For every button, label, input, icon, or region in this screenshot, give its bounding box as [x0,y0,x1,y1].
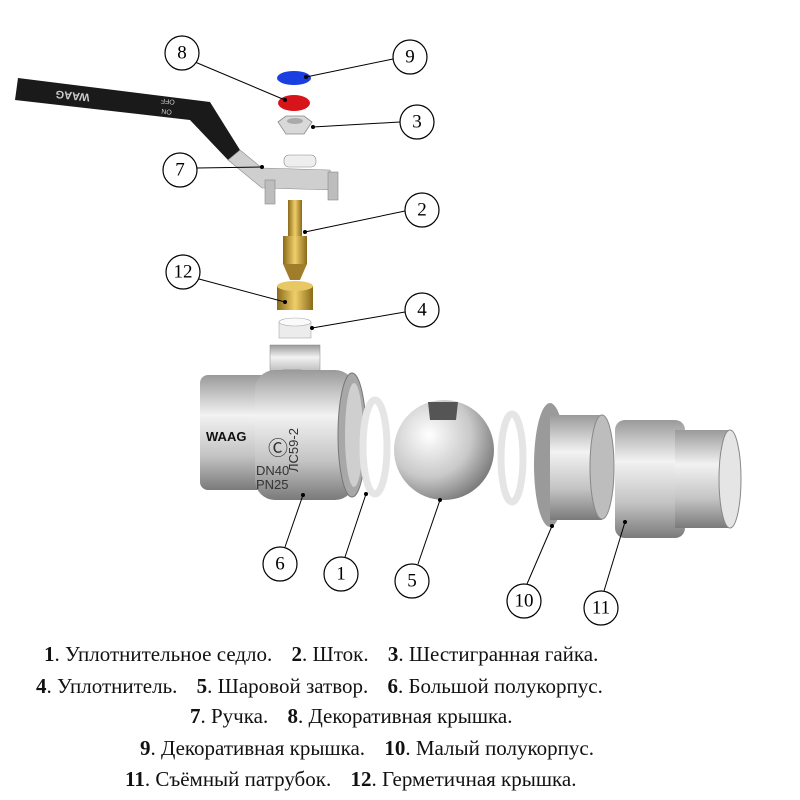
legend-text: . Герметичная крышка. [371,767,577,791]
legend-number: 1 [44,642,55,666]
callout-7: 7 [162,152,198,188]
diagram-drawing: WAAG OFF ON WAAG Ⓒ DN40 PN2 [15,35,742,626]
body-dn-text: DN40 [256,463,289,478]
seal-ring-part [278,317,312,339]
svg-text:3: 3 [412,112,422,133]
legend-line-3: 7. Ручка. 8. Декоративная крышка. [190,704,527,728]
legend-number: 7 [190,704,201,728]
svg-text:4: 4 [417,300,427,321]
blue-cap-part [277,71,311,85]
legend-line-5: 11. Съёмный патрубок. 12. Герметичная кр… [125,767,591,791]
body-brand-text: WAAG [206,429,246,444]
legend-number: 2 [291,642,303,666]
legend-text: . Большой полукорпус. [397,674,603,698]
svg-text:10: 10 [515,591,534,612]
svg-text:11: 11 [592,598,610,619]
legend-number: 9 [140,736,151,760]
legend-number: 5 [196,674,208,698]
svg-text:6: 6 [275,554,285,575]
seat-ring-right-part [497,410,527,506]
callout-5: 5 [394,563,430,599]
legend-line-4: 9. Декоративная крышка. 10. Малый полуко… [140,736,608,760]
callout-2: 2 [404,192,440,228]
svg-text:1: 1 [336,564,346,585]
handle-off-text: OFF [161,97,176,105]
hex-nut-part [277,115,313,135]
callout-9: 9 [392,39,428,75]
svg-text:8: 8 [177,43,187,64]
handle-brand-text: WAAG [55,87,90,103]
legend-text: . Уплотнитель. [46,674,178,698]
leader-lines [194,58,627,592]
svg-text:7: 7 [175,160,185,181]
legend-number: 10 [384,736,406,760]
legend-number: 12 [350,767,372,791]
callout-8: 8 [164,35,200,71]
svg-text:2: 2 [417,200,427,221]
handle-on-text: ON [161,107,172,115]
seat-ring-left-part [359,396,391,498]
svg-text:5: 5 [407,571,417,592]
legend-text: . Шаровой затвор. [207,674,369,698]
legend-text: . Уплотнительное седло. [54,642,273,666]
legend-number: 6 [387,674,398,698]
stem-part [283,200,307,280]
large-body-part: WAAG Ⓒ DN40 PN25 ЛС59-2 [200,344,367,500]
callout-11: 11 [583,590,619,626]
red-cap-part [278,95,310,111]
small-body-part [534,403,615,527]
legend-number: 11 [125,767,145,791]
callout-10: 10 [506,583,542,619]
handle-part: WAAG OFF ON [15,78,339,205]
legend-line-2: 4. Уплотнитель. 5. Шаровой затвор. 6. Бо… [36,674,617,698]
legend-number: 4 [36,674,47,698]
legend-text: . Декоративная крышка. [150,736,366,760]
callout-3: 3 [399,104,435,140]
legend-text: . Шестигранная гайка. [398,642,599,666]
callout-6: 6 [262,546,298,582]
seal-cap-part [277,281,313,310]
gost-mark-icon: Ⓒ [268,437,288,460]
legend-text: . Декоративная крышка. [297,704,513,728]
svg-text:9: 9 [405,47,415,68]
legend-number: 3 [387,642,399,666]
ball-part [394,400,494,500]
svg-text:12: 12 [174,262,193,283]
legend-number: 8 [287,704,298,728]
legend-text: . Съёмный патрубок. [144,767,332,791]
union-fitting-part [615,420,742,538]
body-material-text: ЛС59-2 [286,428,301,472]
legend-text: . Малый полукорпус. [405,736,594,760]
legend-text: . Шток. [302,642,369,666]
callout-1: 1 [323,556,359,592]
body-pn-text: PN25 [256,477,289,492]
legend-text: . Ручка. [200,704,269,728]
callout-12: 12 [165,254,201,290]
callout-4: 4 [404,292,440,328]
legend-line-1: 1. Уплотнительное седло. 2. Шток. 3. Шес… [44,642,612,666]
